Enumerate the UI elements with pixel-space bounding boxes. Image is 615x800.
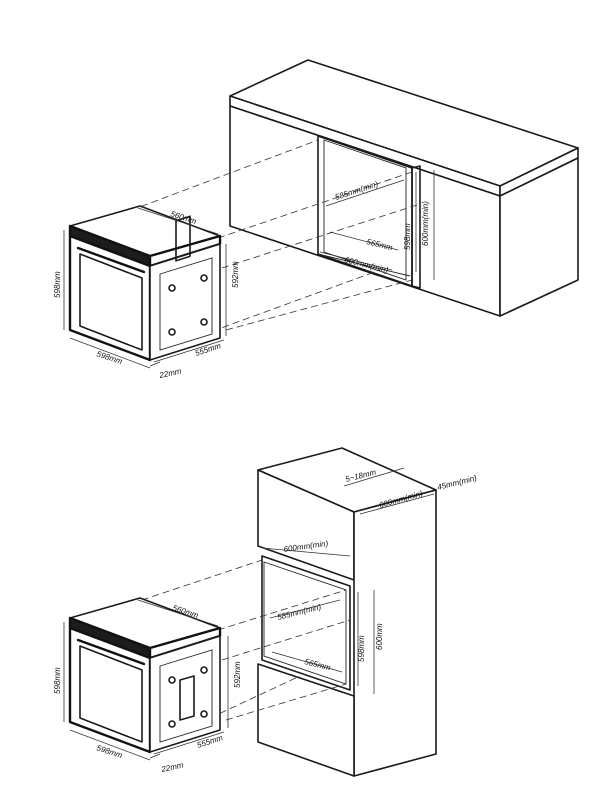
- top-oven: [68, 205, 222, 362]
- top-oven-width-label: 598mm: [95, 349, 123, 366]
- top-oven-door-label: 22mm: [158, 366, 183, 380]
- bottom-inner-width-label: 565mm: [304, 657, 332, 672]
- top-outer-height-label: 600mm(min): [421, 201, 430, 246]
- top-scene: 585mm(min) 565mm 600mm(min) 598mm 600mm(…: [53, 59, 579, 380]
- bottom-niche-height-label: 598mm: [357, 635, 366, 662]
- bottom-outer-height-label: 600mm: [375, 623, 384, 650]
- bottom-oven-door-label: 22mm: [160, 760, 185, 774]
- top-oven-height-side-label: 592mm: [231, 261, 240, 288]
- top-oven-height-front-label: 598mm: [53, 271, 62, 298]
- bottom-tall-cabinet: [257, 447, 437, 777]
- bottom-oven-width-label: 598mm: [95, 743, 123, 760]
- bottom-oven-height-side-label: 592mm: [233, 661, 242, 688]
- bottom-oven-height-front-label: 598mm: [53, 667, 62, 694]
- bottom-oven: [68, 597, 222, 754]
- bottom-back-gap-label: 45mm(min): [436, 473, 478, 492]
- top-wall-cabinet: [229, 59, 579, 317]
- top-niche-height-label: 598mm: [403, 223, 412, 250]
- bottom-scene: 5~18mm 600mm(min) 45mm(min) 600mm(min) 5…: [53, 447, 478, 777]
- bottom-niche-depth-label: 585mm(min): [276, 602, 322, 622]
